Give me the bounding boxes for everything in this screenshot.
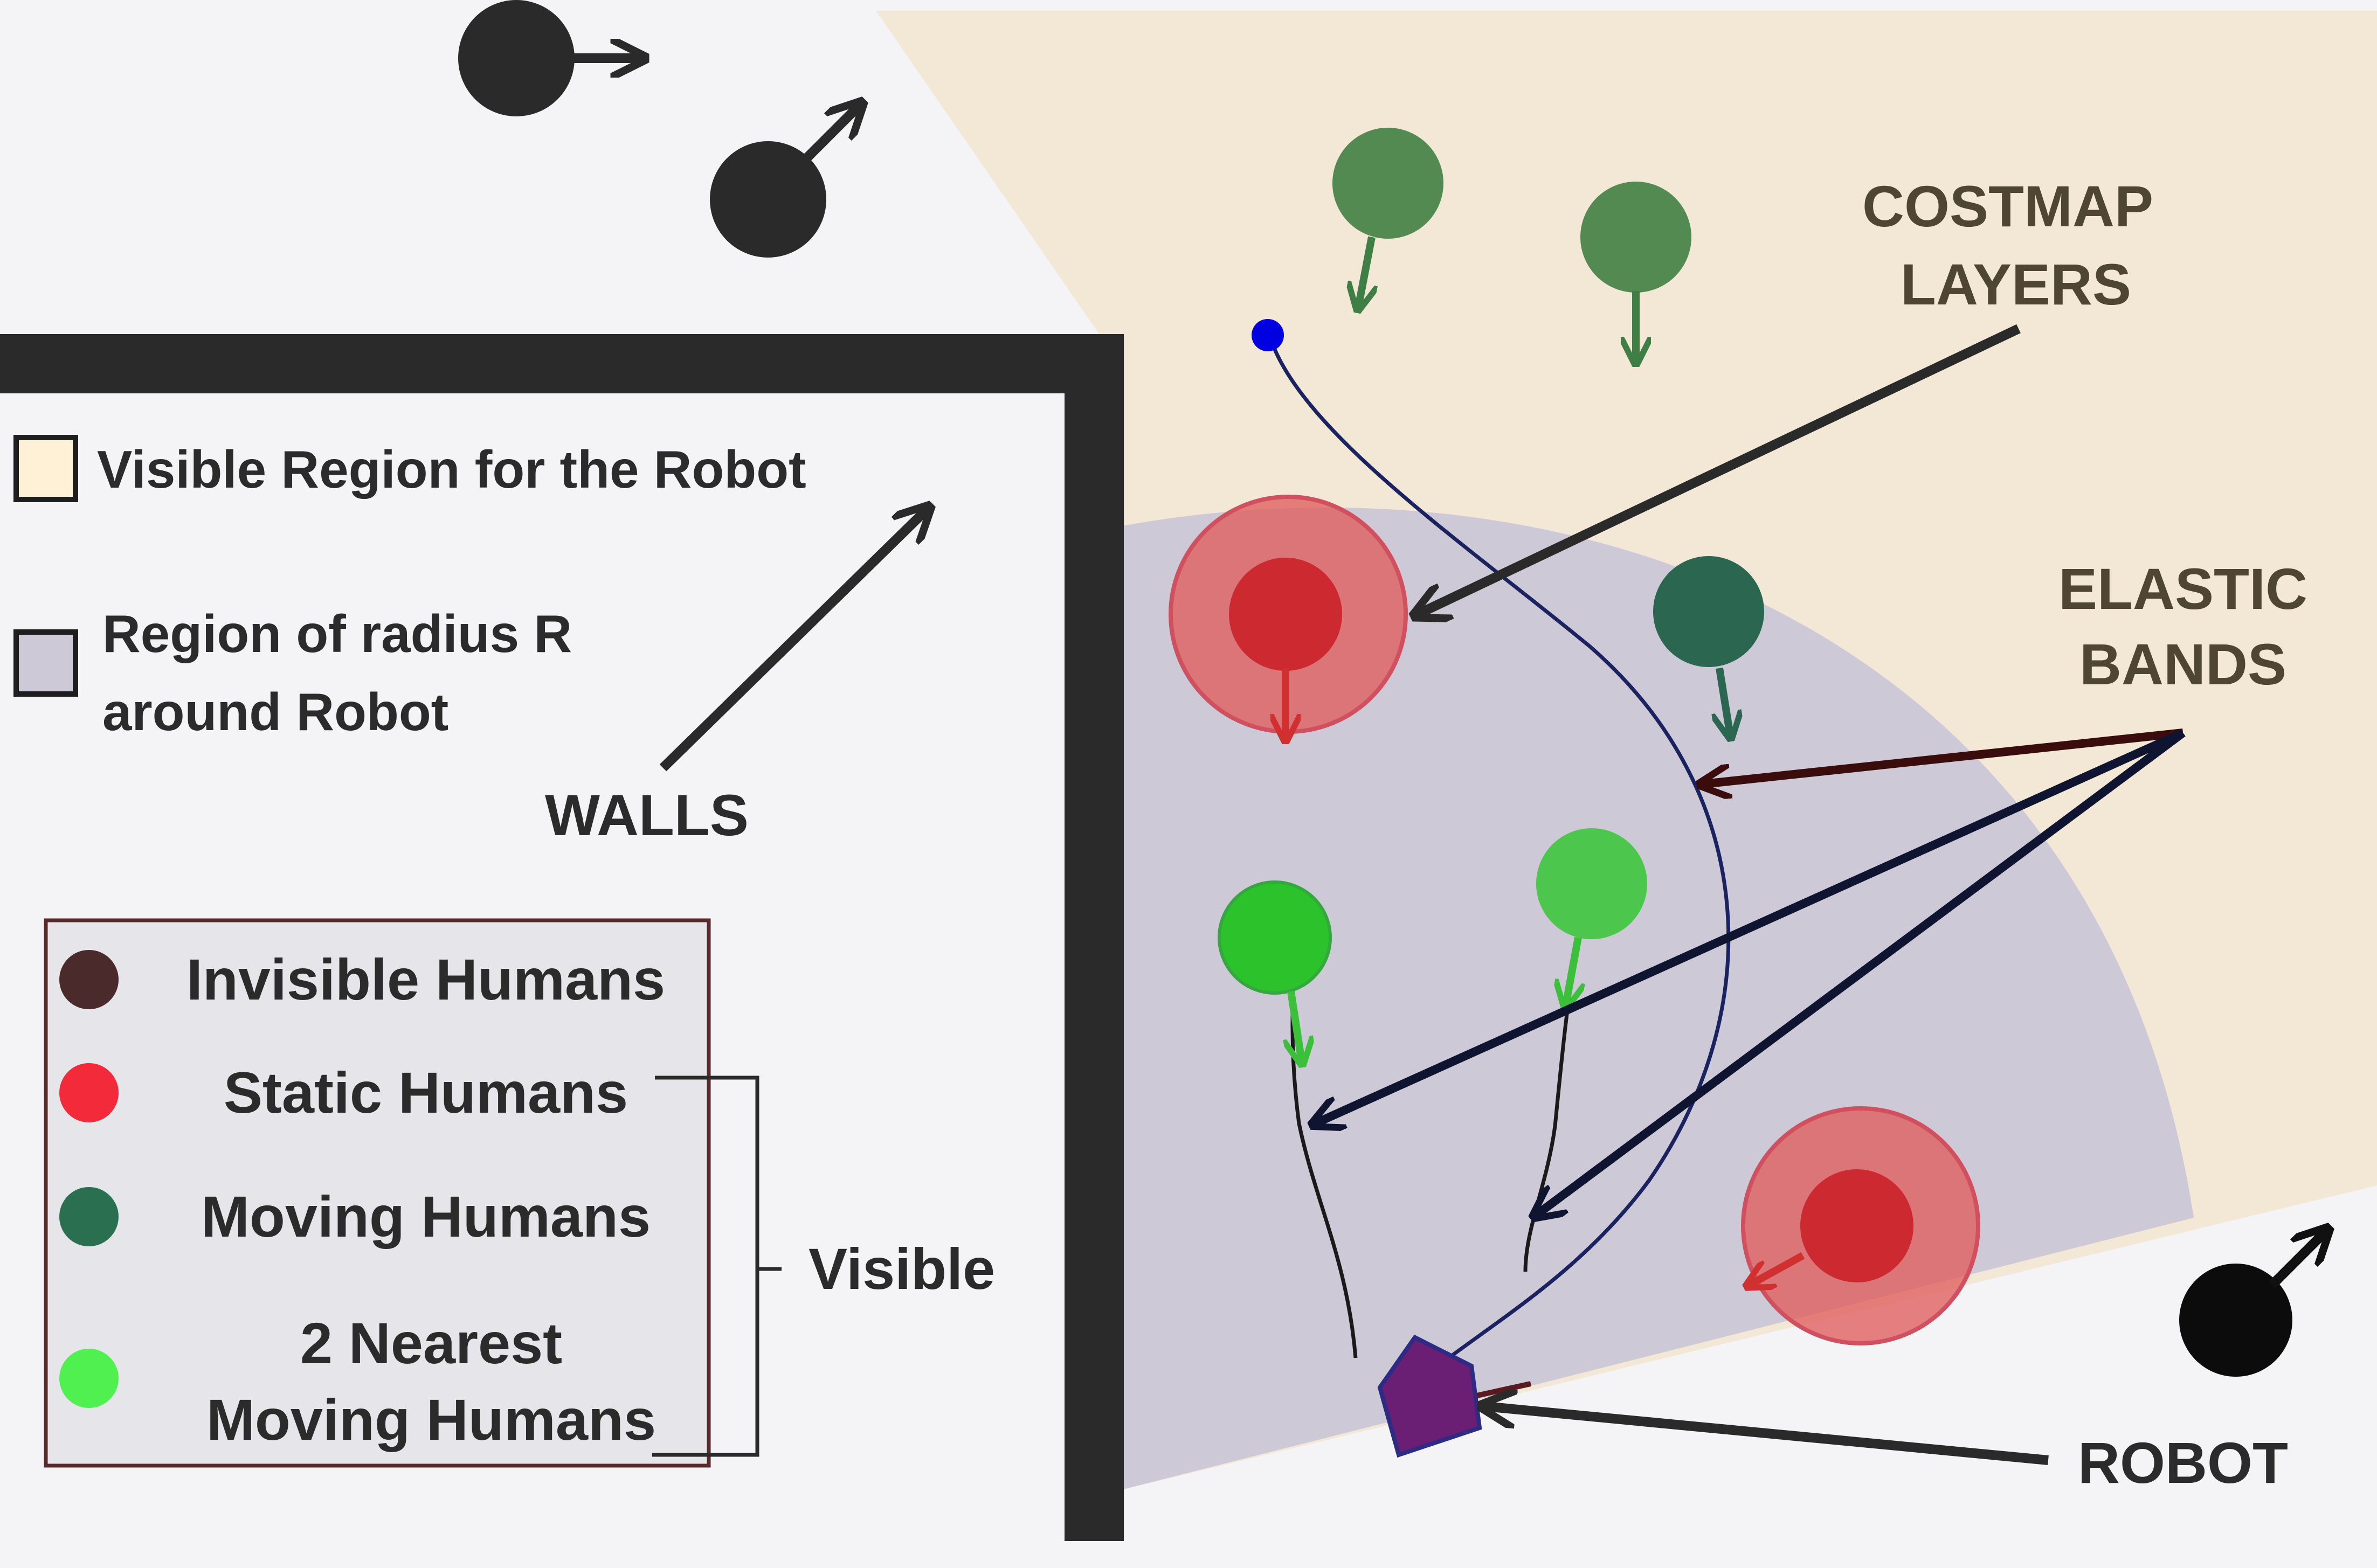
nearest-human-icon [59,1349,119,1408]
static-human-icon [59,1063,119,1122]
visible-region-swatch [13,435,78,502]
moving-human [1653,556,1764,736]
walls-label: WALLS [545,782,749,848]
static-human [1169,495,1408,738]
moving-human [1332,128,1443,307]
nearest-humans-label: Moving Humans [206,1387,656,1452]
wall [0,334,1124,1541]
radius-region-legend-label: Region of radius R [102,604,572,663]
elastic-arrow [1315,729,2185,1123]
nearest-moving-human [1218,880,1332,1061]
elastic-arrow [1703,729,2183,784]
elastic-label-line2: BANDS [2079,632,2286,697]
static-human [1743,1106,1980,1345]
global-path [1267,334,1731,1386]
visible-region-legend-label: Visible Region for the Robot [97,440,806,499]
costmap-label-line1: COSTMAP [1862,174,2153,239]
bracket-icon [652,1076,782,1457]
elastic-arrow [1536,729,2186,1215]
moving-humans-label: Moving Humans [201,1184,651,1249]
robot-label: ROBOT [2078,1430,2288,1495]
invisible-human [710,105,860,258]
walls-arrow [659,509,927,772]
elastic-label-line1: ELASTIC [2058,556,2307,621]
moving-human [1580,182,1691,361]
invisible-human-icon [59,950,119,1009]
static-humans-label: Static Humans [224,1060,628,1125]
invisible-human [458,0,641,116]
human-legend-box [44,918,711,1468]
radius-region-swatch [13,629,78,697]
invisible-human [2179,1231,2326,1377]
costmap-arrow [1418,324,2021,614]
visible-bracket-label: Visible [809,1236,995,1301]
radius-region-legend-label: around Robot [102,682,448,741]
moving-human-icon [59,1187,119,1246]
nearest-moving-human [1536,828,1647,1005]
invisible-humans-label: Invisible Humans [186,947,665,1012]
robot-icon [1377,1334,1482,1458]
nearest-humans-label: 2 Nearest [300,1310,562,1376]
costmap-label-line2: LAYERS [1901,252,2131,317]
goal-dot-icon [1252,319,1284,351]
robot-arrow [1485,1406,2049,1465]
